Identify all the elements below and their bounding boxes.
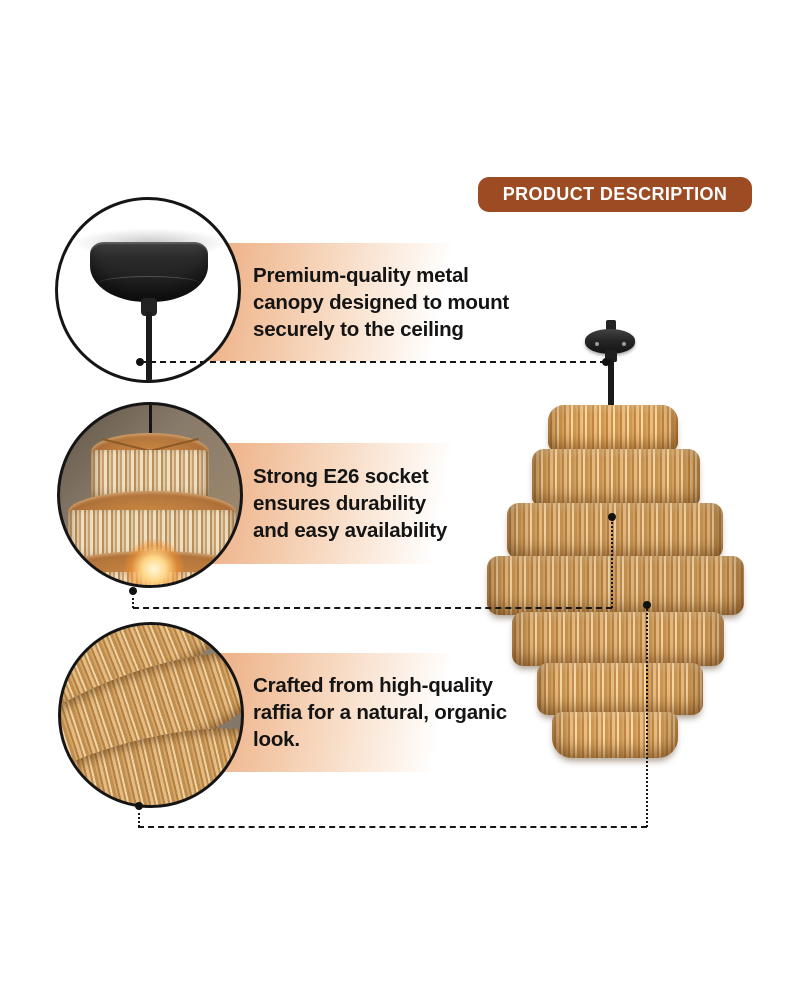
connector-line-raffia [138,826,647,828]
connector-dot [135,802,143,810]
connector-line-canopy [140,361,606,363]
lamp-tier [512,612,724,666]
canopy-closeup-nub [141,298,157,316]
connector-dot [129,587,137,595]
lamp-tier [552,712,678,758]
canopy-rim-highlight [98,276,200,291]
section-title-badge: PRODUCT DESCRIPTION [478,177,752,212]
connector-dot [136,358,144,366]
connector-line-socket [611,519,613,608]
callout-text-line: and easy availability [253,519,448,542]
section-title: PRODUCT DESCRIPTION [502,184,728,204]
lamp-tier [548,405,678,452]
callout-text-line: securely to the ceiling [253,317,464,341]
connector-dot [608,513,616,521]
canopy-closeup-rod [146,312,152,380]
canopy-closeup-photo [55,197,241,383]
connector-dot [602,358,610,366]
canopy-closeup-disc [90,242,208,302]
lamp-tier [487,556,744,615]
connector-line-socket [132,593,134,608]
connector-dot [643,601,651,609]
callout-text-line: canopy designed to mount [253,290,510,314]
callout-text-line: raffia for a natural, organic [253,701,507,724]
callout-text-line: Strong E26 socket [253,465,429,488]
socket-closeup-cord [149,405,152,455]
callout-text-line: Premium-quality metal [253,263,469,287]
lamp-tier [507,503,723,559]
lamp-down-rod [608,358,614,408]
callout-text-line: Crafted from high-quality [253,674,493,697]
canopy-screw [595,342,599,346]
canopy-screw [622,342,626,346]
connector-line-raffia [138,808,140,827]
lamp-ceiling-stub [606,320,616,332]
lamp-tier [532,449,700,506]
connector-line-socket [133,607,612,609]
socket-closeup-photo [57,402,243,588]
callout-text-line: ensures durability [253,492,426,515]
callout-text-line: look. [253,728,300,751]
lamp-tier [537,663,703,715]
connector-line-raffia [646,606,648,827]
bulb-glow [124,539,184,585]
raffia-closeup-photo [58,622,244,808]
lamp-canopy-disc [585,329,635,354]
